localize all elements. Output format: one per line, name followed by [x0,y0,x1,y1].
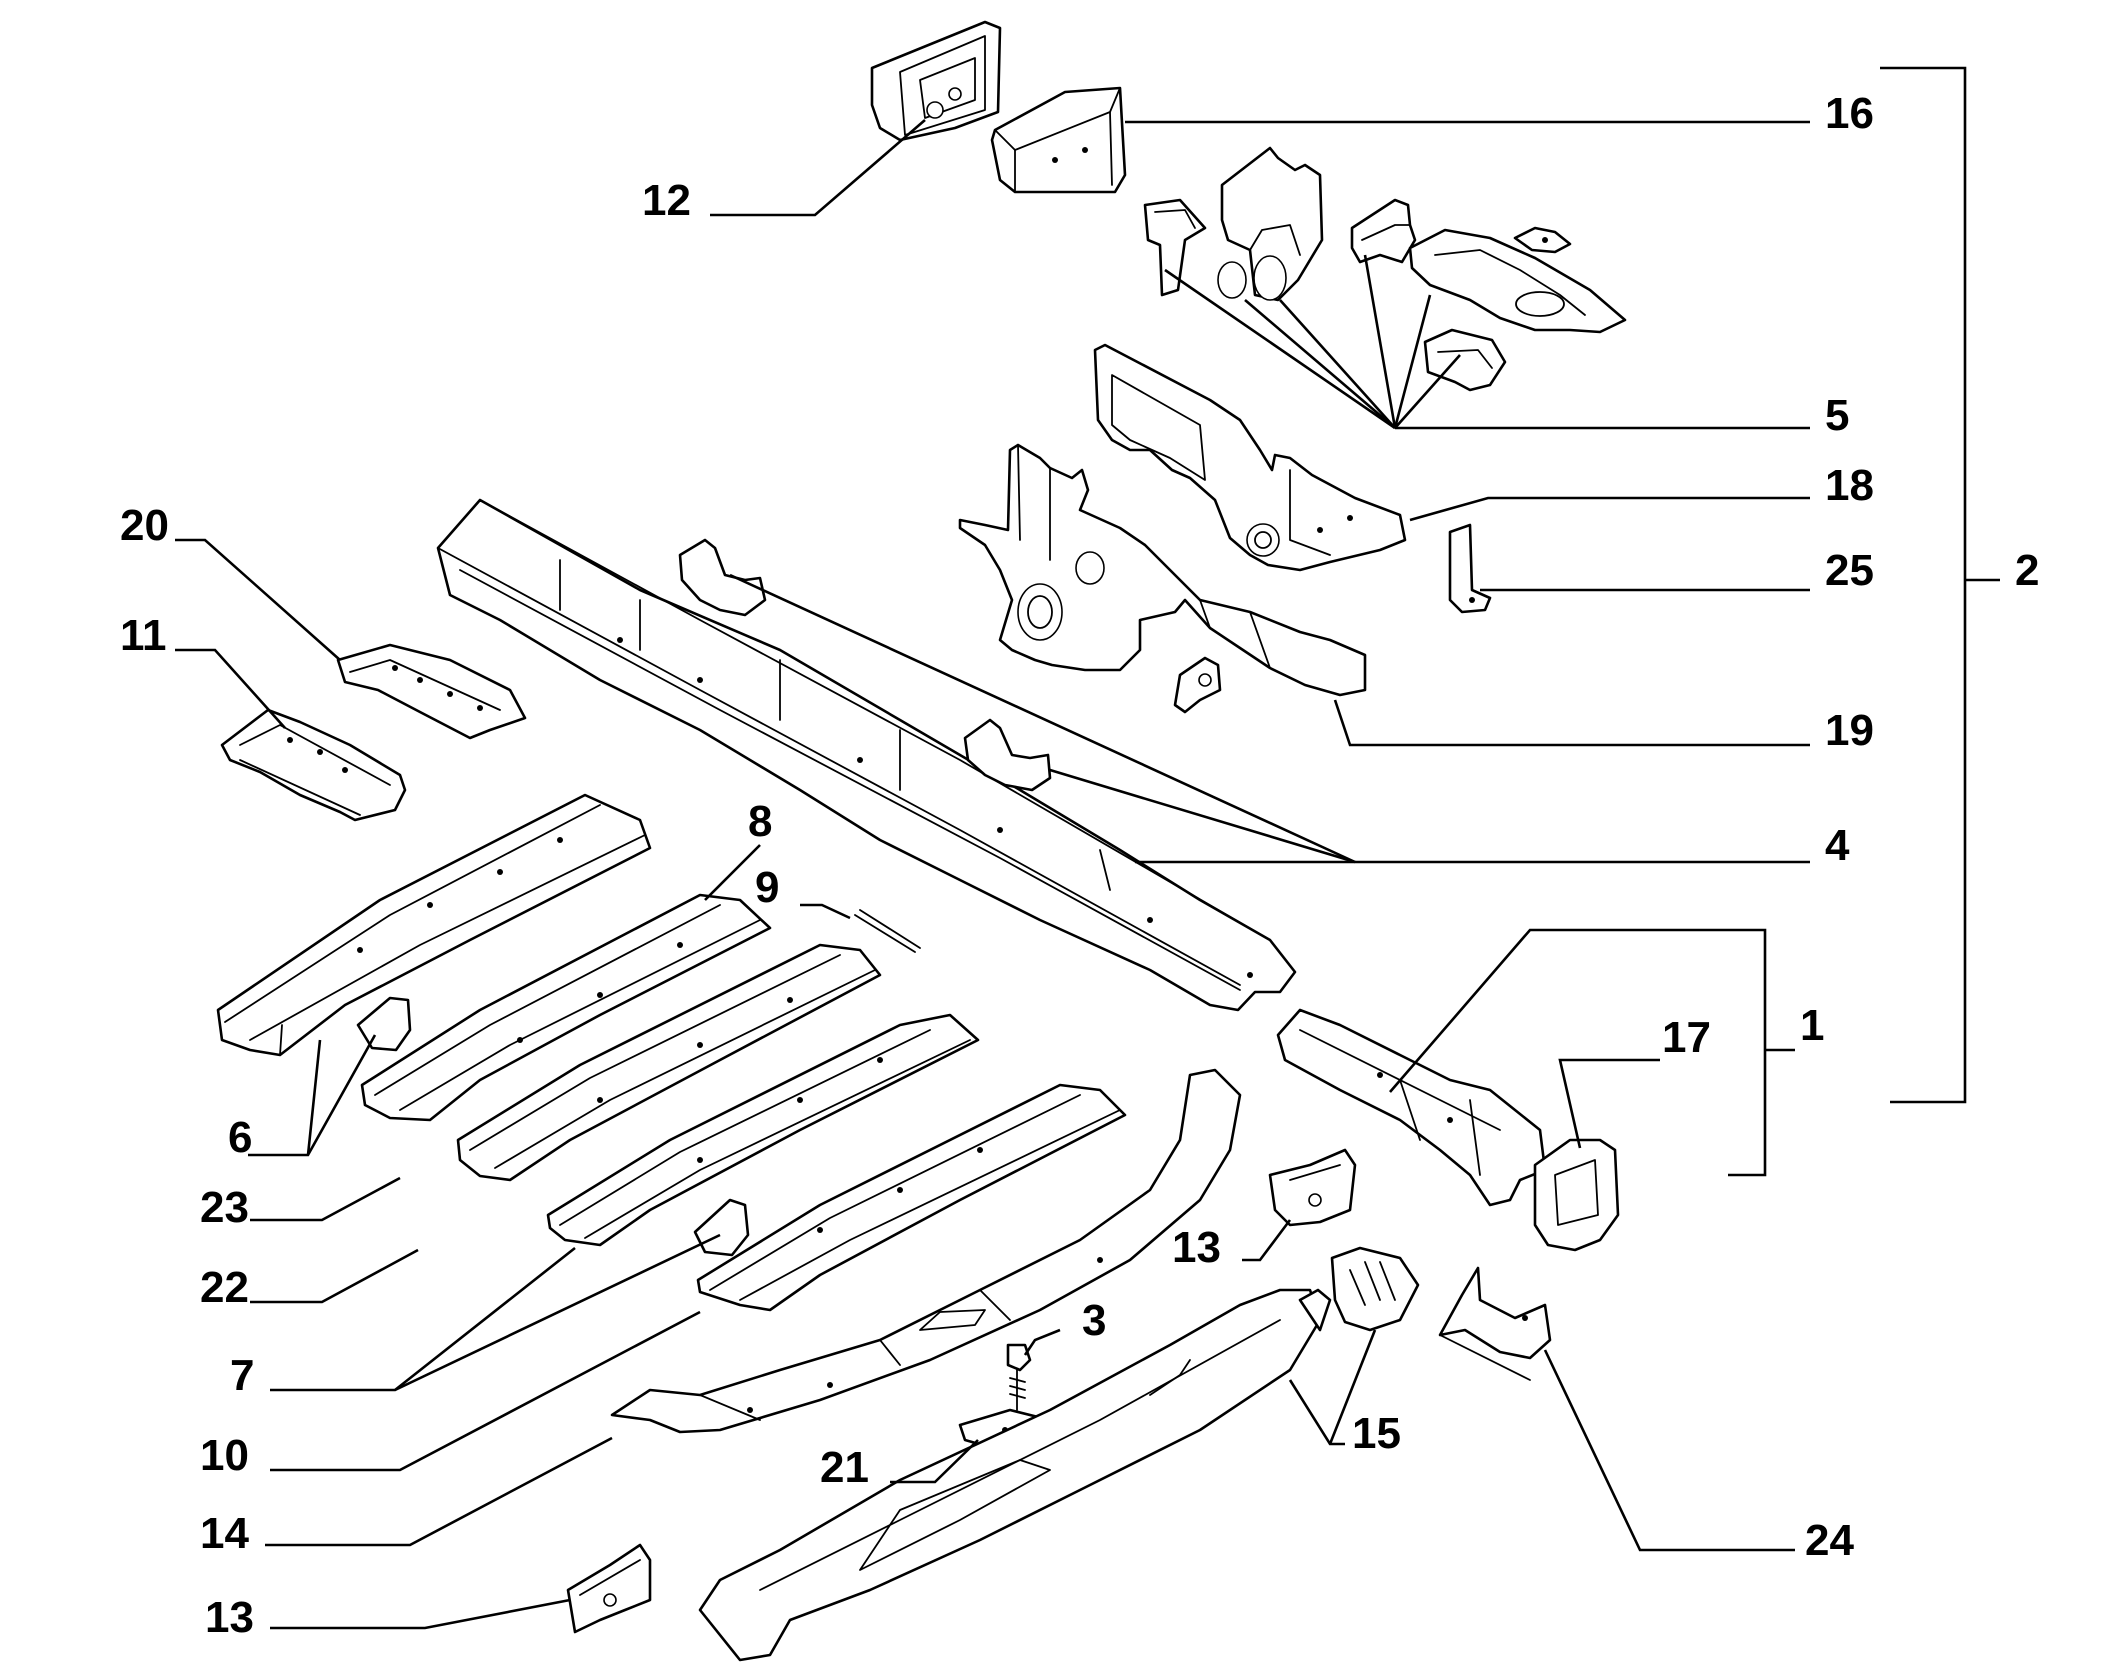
callout-19: 19 [1825,706,1874,755]
part-6-member [216,793,652,1057]
part-12-bracket [870,20,1002,142]
leader-lines [175,66,2000,1630]
part-17-plate [1533,1138,1620,1252]
callout-17: 17 [1662,1013,1711,1062]
part-25-bracket [1448,523,1492,614]
part-14-panel [610,1068,1242,1434]
part-5-bracket-set [1143,146,1627,392]
callout-20: 20 [120,501,169,550]
callout-21: 21 [820,1443,869,1492]
callout-11: 11 [120,611,167,660]
callout-10: 10 [200,1431,249,1480]
callout-18: 18 [1825,461,1874,510]
part-9-rod [854,909,921,953]
callout-13-lower: 13 [205,1593,254,1642]
part-16-bracket [990,86,1127,194]
callout-3: 3 [1082,1296,1106,1345]
part-13-bracket-upper [1268,1148,1357,1227]
part-24-bracket [1438,1266,1552,1381]
part-3-bolt [1006,1343,1032,1411]
callout-8: 8 [748,797,772,846]
callout-12: 12 [642,176,691,225]
part-15-sill [698,1246,1420,1662]
callout-23: 23 [200,1183,249,1232]
callout-5: 5 [1825,391,1849,440]
part-7-member-a [456,943,882,1182]
callout-24: 24 [1805,1516,1854,1565]
part-1-member [1276,1008,1547,1207]
callout-25: 25 [1825,546,1874,595]
callout-14: 14 [200,1509,249,1558]
callout-2: 2 [2015,546,2039,595]
callout-4: 4 [1825,821,1850,870]
callout-7: 7 [230,1351,254,1400]
part-8-member [360,893,772,1122]
callout-labels: 12 16 5 18 25 2 19 4 1 17 20 11 8 9 6 23… [120,89,2039,1642]
callout-1: 1 [1800,1001,1824,1050]
callout-15: 15 [1352,1409,1401,1458]
part-4-tunnel-beam [436,498,1297,1012]
part-20-plate [336,643,527,740]
callout-22: 22 [200,1263,249,1312]
part-11-crossmember [220,708,407,822]
callout-6: 6 [228,1113,252,1162]
callout-16: 16 [1825,89,1874,138]
part-18-panel [1093,343,1407,572]
part-19-panel [958,443,1367,714]
callout-13-upper: 13 [1172,1223,1221,1272]
part-13-bracket-lower [566,1543,652,1634]
callout-9: 9 [755,863,779,912]
part-10-member [696,1083,1127,1312]
